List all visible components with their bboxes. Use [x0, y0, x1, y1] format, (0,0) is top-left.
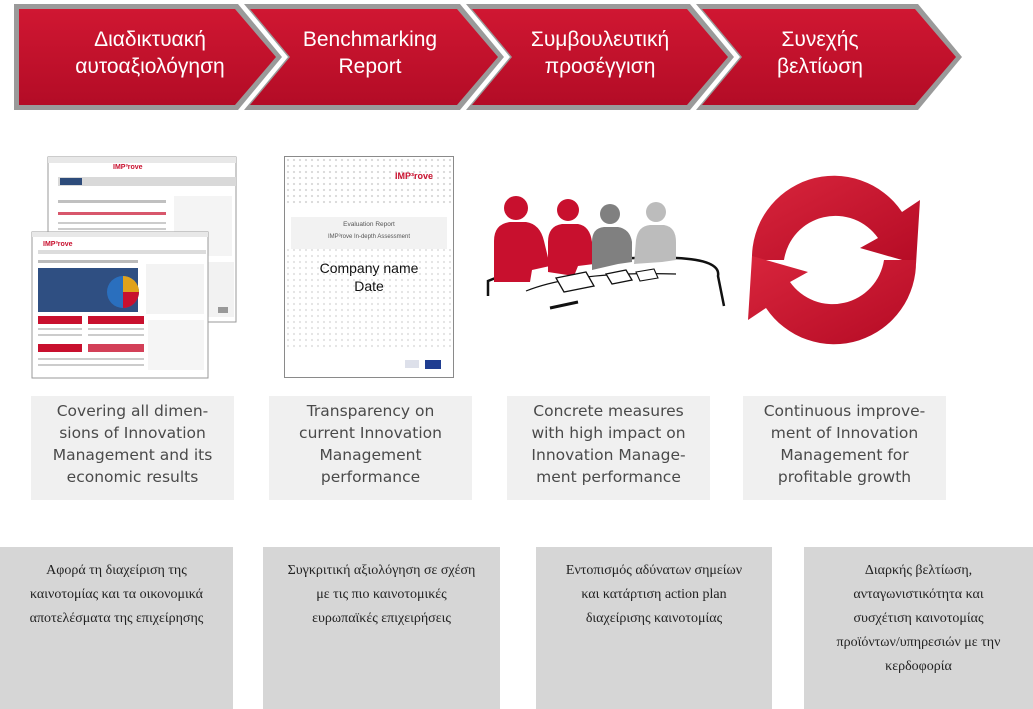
- report-logo: IMP³rove: [395, 171, 434, 181]
- website-screenshots-illustration: [31, 156, 237, 379]
- description-box-3: Εντοπισμός αδύνατων σημείων και κατάρτισ…: [536, 547, 772, 709]
- report-date: Date: [354, 278, 384, 294]
- process-chevron-bar: [14, 4, 962, 110]
- refresh-arrows-icon: [748, 175, 920, 345]
- caption-4: Continuous improve- ment of Innovation M…: [743, 396, 946, 500]
- description-box-1: Αφορά τη διαχείριση της καινοτομίας και …: [0, 547, 233, 709]
- report-subtitle-1: Evaluation Report: [343, 221, 395, 228]
- caption-1: Covering all dimen- sions of Innovation …: [31, 396, 234, 500]
- step-4-label: Συνεχής βελτίωση: [777, 28, 863, 78]
- description-box-2: Συγκριτική αξιολόγηση σε σχέση με τις πι…: [263, 547, 500, 709]
- step-3-label: Συμβουλευτική προσέγγιση: [530, 28, 670, 78]
- description-box-4: Διαρκής βελτίωση, ανταγωνιστικότητα και …: [804, 547, 1033, 709]
- step-2-label: Benchmarking Report: [302, 28, 438, 78]
- step-1-label: Διαδικτυακή αυτοαξιολόγηση: [75, 28, 225, 78]
- caption-2: Transparency on current Innovation Manag…: [269, 396, 472, 500]
- report-company-name: Company name: [319, 260, 419, 276]
- meeting-people-icon: [486, 196, 726, 310]
- caption-3: Concrete measures with high impact on In…: [507, 396, 710, 500]
- website-logo-front: IMP³rove: [43, 241, 73, 248]
- website-logo-back: IMP³rove: [113, 164, 143, 171]
- report-cover-illustration: IMP³rove Evaluation Report IMP³rove In-d…: [284, 156, 454, 378]
- report-subtitle-2: IMP³rove In-depth Assessment: [327, 234, 411, 240]
